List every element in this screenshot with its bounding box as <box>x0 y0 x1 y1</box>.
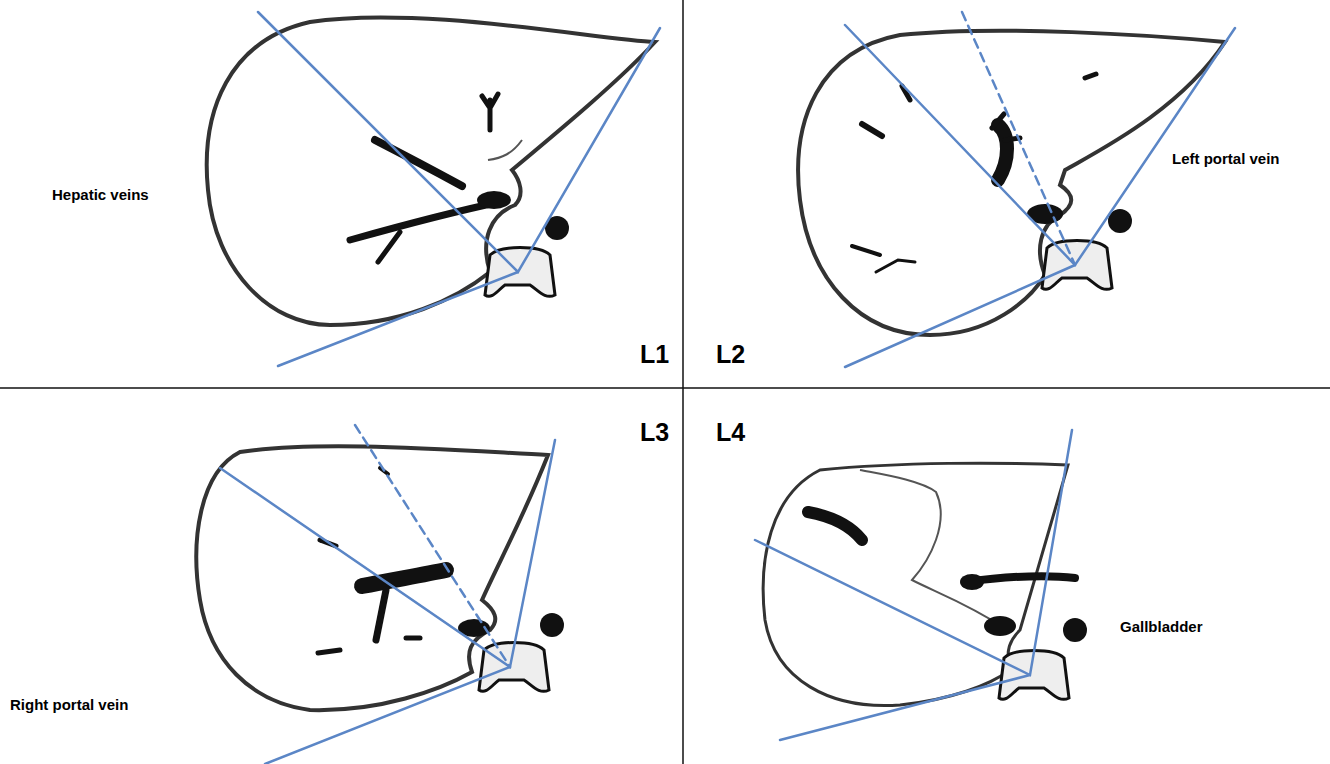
liver-outline <box>196 446 548 710</box>
level-label: L4 <box>716 418 745 447</box>
liver-outline <box>798 31 1225 335</box>
hepatic-vein <box>378 232 400 262</box>
liver-outline <box>763 463 1068 705</box>
vena-cava <box>477 191 511 209</box>
vessel-section <box>876 260 915 272</box>
liver-outline <box>207 17 655 325</box>
dashed-sector-line <box>355 425 510 667</box>
divider-line <box>0 387 1330 389</box>
sector-line <box>845 25 1235 367</box>
vessel-section <box>852 246 880 255</box>
level-label: L2 <box>716 340 745 369</box>
aorta-symbol <box>540 613 564 637</box>
liver-section <box>798 31 1225 335</box>
sector-line <box>220 440 555 764</box>
liver-section <box>196 446 548 710</box>
hepatic-vein <box>350 202 500 240</box>
structure-label: Right portal vein <box>10 696 128 713</box>
vessel-section <box>862 124 882 136</box>
sector-line <box>258 12 660 366</box>
aorta-symbol <box>1063 618 1087 642</box>
portal-vein <box>992 114 1020 140</box>
gallbladder-shape <box>808 512 862 540</box>
structure-label: Hepatic veins <box>52 186 149 203</box>
liver-section <box>763 463 1075 705</box>
structure-label: Gallbladder <box>1120 618 1203 635</box>
vessel-section <box>1085 74 1096 78</box>
vertebra-symbol <box>1042 241 1112 290</box>
portal-vein <box>362 570 446 586</box>
structure-label: Left portal vein <box>1172 150 1280 167</box>
level-label: L1 <box>640 340 669 369</box>
portal-vein <box>960 574 984 590</box>
dashed-sector-line <box>962 12 1075 265</box>
vessel-section <box>318 650 340 653</box>
hepatic-vein <box>482 94 498 130</box>
portal-vein <box>376 590 386 640</box>
vena-cava <box>984 616 1016 636</box>
divider-line <box>682 0 684 764</box>
vertebra-symbol <box>485 248 555 297</box>
sector-line <box>755 430 1072 740</box>
liver-section <box>207 17 655 325</box>
sector-lines <box>220 12 1235 764</box>
vessel-section <box>406 636 420 641</box>
portal-vein <box>998 125 1007 180</box>
level-label: L3 <box>640 418 669 447</box>
fissure-line <box>860 470 1008 630</box>
fissure-line <box>488 140 522 160</box>
hepatic-vein <box>375 140 462 186</box>
